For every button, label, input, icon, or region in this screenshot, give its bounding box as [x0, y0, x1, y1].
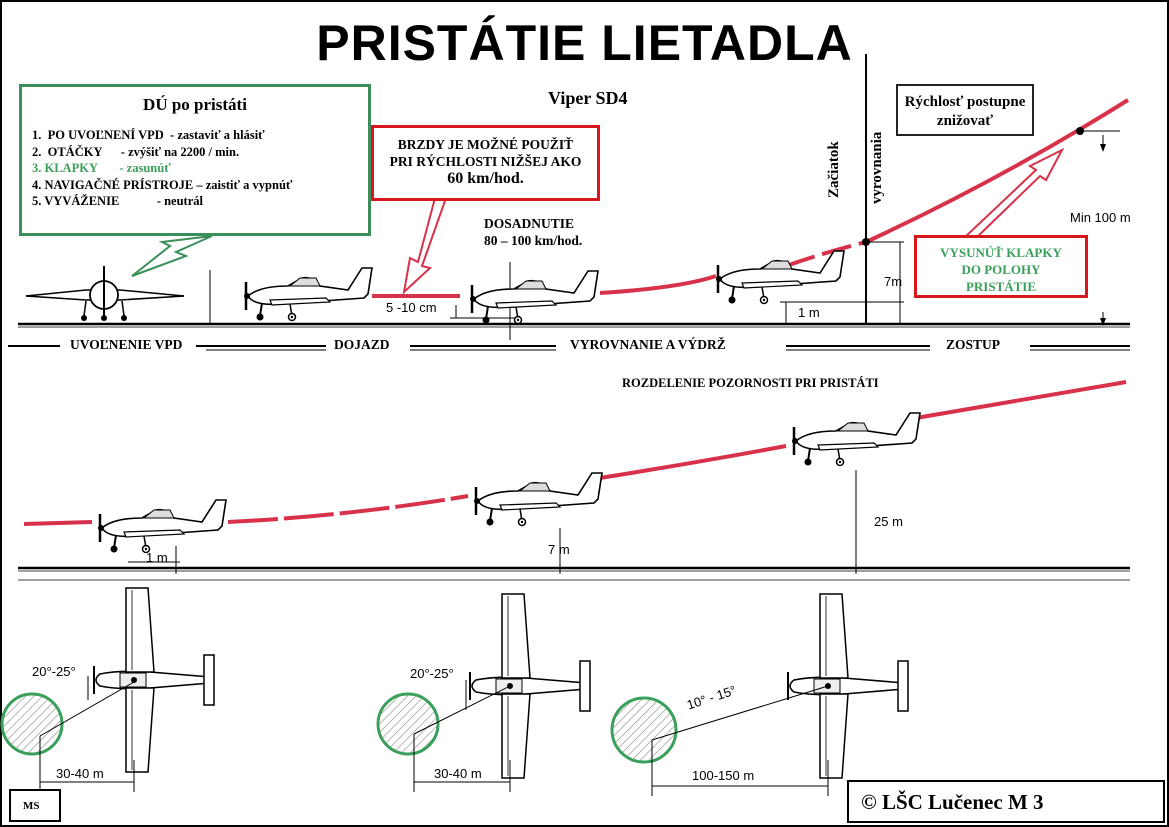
- phase-clear-runway: UVOĽNENIE VPD: [70, 337, 183, 352]
- flaps-callout-arrow: [961, 147, 1065, 242]
- phase-descent: ZOSTUP: [946, 337, 1001, 352]
- speed-note-box: Rýchlosť postupne znižovať: [896, 84, 1034, 136]
- plane-top-view-1: [93, 587, 215, 773]
- touchdown-speed: 80 – 100 km/hod.: [484, 233, 583, 248]
- hold-height-label: 1 m: [798, 305, 820, 320]
- view-target-2: [376, 692, 440, 756]
- lower-twentyfive-m-label: 25 m: [874, 514, 903, 529]
- brakes-callout-arrow: [402, 197, 448, 295]
- list-item: 3. KLAPKY - zasunúť: [32, 161, 171, 175]
- plane-flare: [714, 249, 846, 305]
- list-item: 4. NAVIGAČNÉ PRÍSTROJE – zaistiť a vypnú…: [32, 177, 293, 192]
- view-distance-2: 30-40 m: [434, 766, 482, 781]
- after-landing-list: 1. PO UVOĽNENÍ VPD - zastaviť a hlásiť 2…: [32, 127, 368, 210]
- brakes-note-box: BRZDY JE MOŽNÉ POUŽIŤ PRI RÝCHLOSTI NIŽŠ…: [371, 125, 600, 201]
- plane-top-view-2: [469, 593, 591, 779]
- list-item: 2. OTÁČKY - zvýšiť na 2200 / min.: [32, 144, 240, 159]
- after-landing-heading: DÚ po pristáti: [143, 95, 247, 114]
- flaps-note-box: VYSUNÚŤ KLAPKY DO POLOHY PRISTÁTIE: [914, 235, 1088, 298]
- list-item: 5. VYVÁŽENIE - neutrál: [32, 194, 203, 208]
- brakes-line-3: 60 km/hod.: [447, 170, 524, 187]
- plane-top-view-3: [787, 593, 909, 779]
- aircraft-model: Viper SD4: [548, 88, 628, 108]
- after-landing-box: DÚ po pristáti 1. PO UVOĽNENÍ VPD - zast…: [19, 84, 371, 236]
- du-callout-arrow: [131, 235, 213, 277]
- view-angle-2: 20°-25°: [410, 666, 454, 681]
- plane-front-view: [25, 266, 185, 321]
- attention-path-mid: [227, 494, 469, 524]
- flaps-line-1: VYSUNÚŤ KLAPKY: [940, 245, 1062, 260]
- view-target-3: [610, 696, 678, 764]
- phase-flare-hold: VYROVNANIE A VÝDRŽ: [570, 337, 726, 352]
- view-distance-1: 30-40 m: [56, 766, 104, 781]
- attention-path-up: [599, 444, 787, 480]
- flaps-line-2: DO POLOHY: [961, 262, 1041, 277]
- speed-line-1: Rýchlosť postupne: [904, 94, 1026, 110]
- copyright-box: © LŠC Lučenec M 3: [847, 780, 1165, 823]
- approach-path: [865, 98, 1130, 244]
- flare-start-label-1: Začiatok: [826, 141, 842, 198]
- view-angle-1: 20°-25°: [32, 664, 76, 679]
- touchdown-label: DOSADNUTIE 80 – 100 km/hod.: [484, 215, 582, 249]
- flare-height-label: 7m: [884, 274, 903, 289]
- touchdown-title: DOSADNUTIE: [484, 216, 575, 231]
- attention-path-top: [915, 380, 1127, 420]
- attention-title: ROZDELENIE POZORNOSTI PRI PRISTÁTI: [622, 376, 879, 390]
- plane-low: [96, 498, 228, 554]
- wheel-gap-label: 5 -10 cm: [386, 300, 437, 315]
- plane-rollout: [242, 266, 374, 322]
- phase-rollout: DOJAZD: [334, 337, 390, 352]
- speed-line-2: znižovať: [936, 113, 994, 129]
- page-title: PRISTÁTIE LIETADLA: [316, 15, 853, 71]
- flaps-line-3: PRISTÁTIE: [965, 279, 1037, 294]
- author-mark: MS: [9, 789, 61, 822]
- plane-high: [790, 411, 922, 467]
- attention-path-start: [23, 520, 93, 526]
- view-distance-3: 100-150 m: [692, 768, 755, 783]
- plane-mid: [472, 471, 604, 527]
- flare-start-label-2: vyrovnania: [869, 131, 885, 204]
- view-target-1: [0, 692, 64, 756]
- lower-one-m-label: 1 m: [146, 550, 168, 565]
- flare-path: [785, 240, 867, 268]
- brakes-line-2: PRI RÝCHLOSTI NIŽŠEJ AKO: [389, 154, 582, 169]
- hold-path: [599, 274, 717, 295]
- brakes-line-1: BRZDY JE MOŽNÉ POUŽIŤ: [397, 137, 574, 152]
- plane-touchdown: [468, 269, 600, 325]
- lower-seven-m-label: 7 m: [548, 542, 570, 557]
- min-height-label: Min 100 m: [1070, 210, 1131, 225]
- list-item: 1. PO UVOĽNENÍ VPD - zastaviť a hlásiť: [32, 128, 265, 142]
